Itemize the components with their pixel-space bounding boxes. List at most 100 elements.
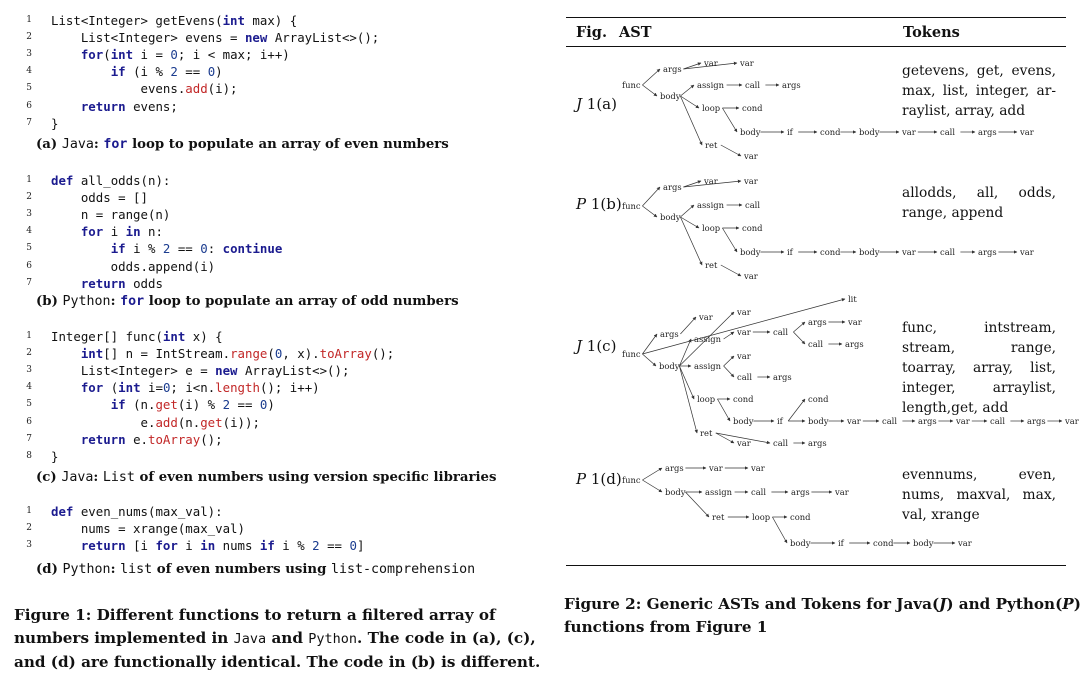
text-segment: (); [371, 346, 395, 362]
line-number: 1 [26, 15, 32, 25]
code-text: odds.append(i) [51, 258, 215, 275]
line-number: 4 [26, 382, 32, 393]
ast-edge [642, 186, 661, 207]
ast-edge [642, 353, 657, 367]
figure-reference: 1(d) [586, 470, 622, 488]
subfigure-caption: (a) Java: for loop to populate an array … [36, 137, 449, 152]
text-segment: : [110, 562, 121, 577]
ast-edge [787, 398, 806, 422]
ast-edge [679, 338, 692, 367]
caption-line: Figure 1: Different functions to return … [14, 604, 540, 627]
ast-edge [772, 516, 788, 544]
text-segment: (); [200, 431, 223, 447]
line-number: 5 [26, 83, 32, 94]
text-segment: ( [103, 47, 111, 63]
line-number: 6 [26, 416, 32, 427]
token-list: allodds, all, odds, range, append [902, 185, 1056, 221]
text-segment: loop to populate an array of even number… [127, 137, 449, 152]
ast-node: cond [820, 247, 841, 257]
text-segment: ] [356, 538, 365, 554]
ast-node: args [791, 487, 810, 497]
token-list: func, intstream, stream, range, toarray,… [902, 320, 1056, 416]
row-label: J 1(c) [576, 337, 616, 355]
ast-edge [680, 216, 700, 229]
line-number: 6 [26, 100, 32, 111]
code-line: 7} [18, 115, 538, 132]
ast-node: var [901, 247, 916, 257]
row-label: P 1(b) [576, 195, 622, 213]
text-segment: (d) [36, 562, 63, 577]
ast-node: var [743, 271, 758, 281]
text-segment: def [51, 504, 74, 519]
text-segment: 2 [312, 538, 320, 554]
ast-node: cond [820, 127, 841, 137]
ast-edge [715, 432, 735, 444]
code-line: 5 if i % 2 == 0: continue [18, 240, 538, 257]
code-text: e.add(n.get(i)); [51, 414, 260, 431]
ast-edge [722, 227, 738, 253]
ast-node: call [773, 327, 788, 337]
ast-node: args [978, 247, 997, 257]
language-letter: J [576, 337, 583, 355]
text-segment: list [120, 562, 153, 577]
text-segment: List [102, 470, 135, 485]
ast-node: func [622, 349, 641, 359]
ast-edge [722, 107, 738, 133]
text-segment: for [103, 137, 128, 152]
ast-edge [642, 467, 663, 481]
code-text: Integer[] func(int x) { [51, 328, 223, 345]
text-segment: toArray [148, 431, 201, 447]
ast-node: var [750, 463, 765, 473]
text-segment: all_odds(n): [73, 173, 171, 188]
text-segment: [] n = IntStream. [103, 346, 231, 362]
text-segment: Python [62, 294, 111, 309]
ast-node: var [703, 176, 718, 186]
text-segment: for [80, 224, 104, 240]
code-text: } [51, 115, 58, 132]
text-segment: ; i < max; i++) [177, 47, 290, 63]
caption-line: functions from Figure 1 [564, 616, 1081, 639]
line-number: 3 [26, 540, 32, 551]
code-text: nums = xrange(max_val) [51, 520, 245, 537]
text-segment: add [155, 414, 178, 430]
ast-node: call [745, 200, 760, 210]
text-segment: i [103, 224, 126, 240]
ast-edge [723, 355, 735, 367]
text-segment: return [80, 275, 126, 291]
code-text: for i in n: [51, 223, 163, 240]
text-segment: 0 [207, 64, 216, 80]
text-segment: ) [267, 397, 275, 413]
ast-edge [642, 68, 661, 86]
text-segment: i= [140, 380, 163, 396]
ast-node: var [736, 438, 751, 448]
text-segment: for [80, 47, 104, 63]
text-segment: loop to populate an array of odd numbers [144, 294, 459, 309]
ast-node: if [777, 416, 784, 426]
ast-node: body [740, 247, 761, 257]
text-segment: if [259, 538, 275, 554]
line-number: 3 [26, 365, 32, 376]
text-segment: in [200, 538, 216, 554]
text-segment: odds = [] [51, 190, 148, 206]
ast-node: body [733, 416, 754, 426]
line-number: 1 [26, 175, 32, 185]
ast-edge [683, 61, 738, 70]
ast-node: var [736, 351, 751, 361]
ast-edge [683, 179, 742, 188]
ast-node: call [737, 372, 752, 382]
line-number: 1 [26, 506, 32, 516]
ast-node: var [743, 151, 758, 161]
ast-edge [679, 311, 735, 367]
ast-node: var [957, 538, 972, 548]
line-number: 1 [26, 331, 32, 341]
ast-node: assign [694, 361, 722, 371]
ast-node: if [787, 247, 794, 257]
ast-node: func [622, 475, 641, 485]
ast-edge [715, 432, 771, 445]
text-segment: nums [215, 538, 260, 554]
ast-edge [720, 264, 742, 277]
text-segment: max) { [244, 13, 298, 28]
code-line: 3 List<Integer> e = new ArrayList<>(); [18, 362, 538, 379]
